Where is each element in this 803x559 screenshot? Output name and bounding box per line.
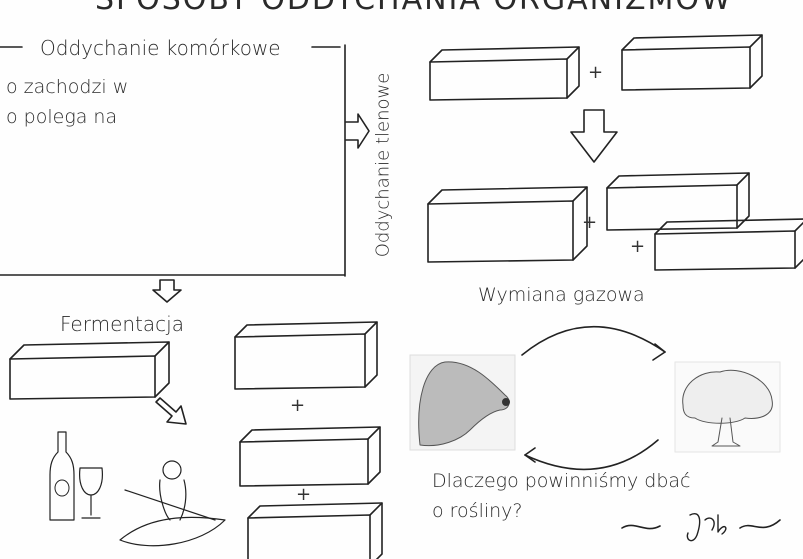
answer-box-side — [375, 502, 383, 559]
answer-box-top — [621, 34, 763, 51]
answer-box-side — [566, 46, 580, 99]
answer-box-side — [154, 341, 170, 398]
plus-sign: + — [290, 395, 306, 416]
answer-box — [429, 58, 568, 101]
down-arrow-icon — [570, 109, 618, 163]
tree-trunk — [711, 417, 741, 447]
bullet-consists-of: o polega na — [6, 106, 118, 128]
right-arrow-icon — [345, 113, 370, 149]
answer-box-top — [239, 426, 381, 443]
kayaker-head — [162, 460, 182, 480]
bullet-occurs-in: o zachodzi w — [6, 76, 129, 98]
answer-box — [234, 333, 366, 390]
plus-sign: + — [630, 236, 646, 257]
wine-bottle-icon — [49, 431, 75, 521]
answer-box-side — [736, 172, 750, 229]
answer-box-top — [429, 46, 580, 63]
answer-box-top — [9, 341, 170, 360]
answer-box — [9, 355, 156, 400]
plus-sign: + — [588, 62, 604, 83]
cellular-respiration-heading: Oddychanie komórkowe — [40, 36, 281, 60]
frame-line — [0, 44, 346, 277]
answer-box — [427, 200, 574, 263]
gas-exchange-label: Wymiana gazowa — [478, 284, 645, 306]
wine-glass-icon — [79, 467, 103, 519]
signature-flourish — [739, 519, 781, 529]
answer-box-top — [606, 172, 750, 189]
answer-box-side — [367, 426, 381, 485]
arrow-arc — [524, 439, 659, 471]
answer-box — [239, 438, 369, 487]
plus-sign: + — [296, 484, 312, 505]
answer-box-side — [364, 321, 378, 388]
diagonal-arrow-icon — [155, 397, 187, 425]
answer-box-side — [794, 258, 803, 269]
question-line-1: Dlaczego powinniśmy dbać — [432, 470, 691, 492]
answer-box-side — [572, 186, 588, 261]
dog-nose — [502, 398, 510, 406]
question-line-2: o rośliny? — [432, 500, 523, 522]
arrow-head — [524, 447, 536, 463]
kayaker-paddle — [124, 479, 216, 521]
answer-box — [247, 514, 371, 559]
arrow-head — [652, 343, 666, 361]
answer-box — [621, 46, 751, 91]
answer-box — [606, 184, 738, 231]
tree-image — [682, 369, 773, 424]
page-title: SPOSOBY ODDYCHANIA ORGANIZMÓW — [95, 0, 733, 17]
kayaker-icon — [119, 516, 226, 547]
answer-box-top — [247, 502, 383, 519]
fermentation-label: Fermentacja — [60, 312, 184, 336]
down-arrow-icon — [152, 279, 182, 303]
signature-flourish — [621, 524, 661, 530]
signature — [686, 513, 727, 542]
answer-box-top — [427, 186, 588, 205]
answer-box-top — [654, 218, 803, 235]
answer-box-side — [749, 34, 763, 89]
answer-box — [654, 230, 796, 271]
plus-sign: + — [582, 212, 598, 233]
arrow-arc — [521, 325, 666, 356]
answer-box-top — [234, 321, 378, 338]
bottle-label — [54, 479, 70, 497]
aerobic-respiration-label: Oddychanie tlenowe — [372, 72, 394, 258]
